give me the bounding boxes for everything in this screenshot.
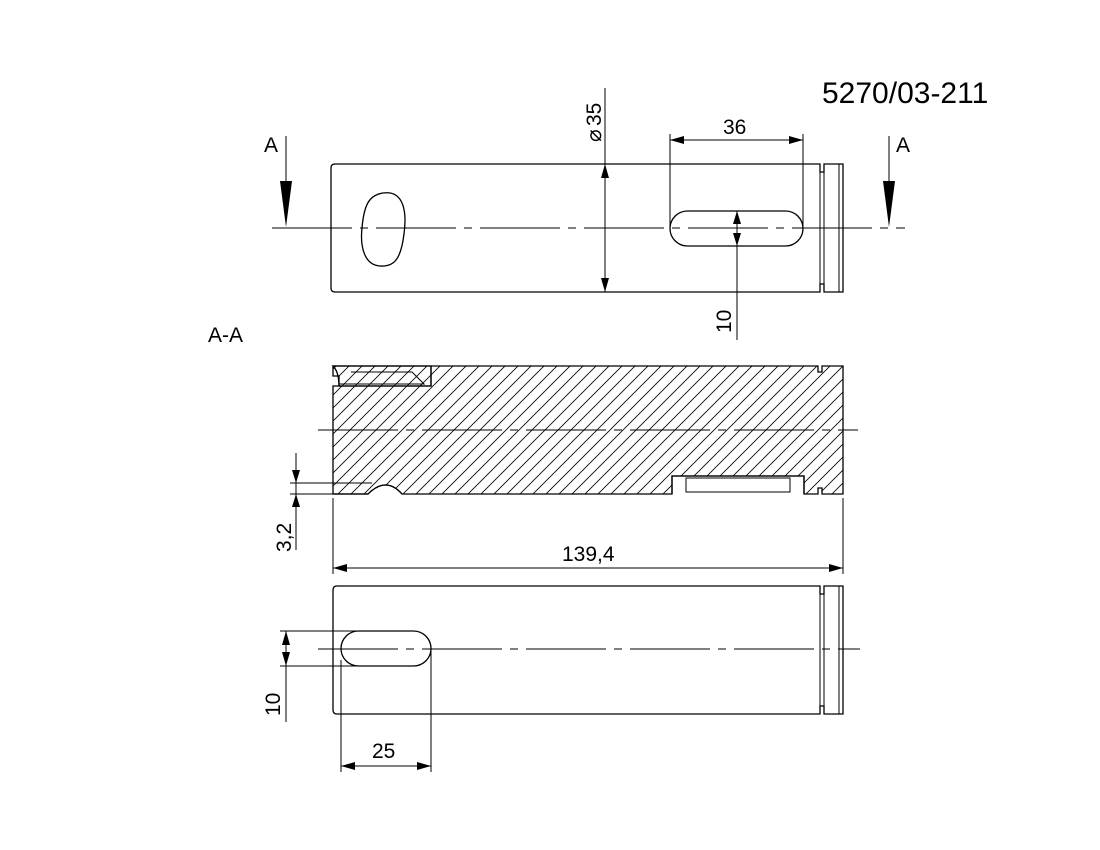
section-bottom-slot-inner <box>685 477 791 493</box>
section-top-slot <box>331 365 432 387</box>
shaft-outline-bottom <box>332 585 844 715</box>
length-arrow-right <box>829 564 843 572</box>
depth-arrow-bottom <box>292 494 300 507</box>
bottom-width-arrow-bottom <box>282 652 290 666</box>
length-arrow-left <box>333 564 347 572</box>
part-number: 5270/03-211 <box>822 77 988 110</box>
bottom-width-arrow-top <box>282 631 290 645</box>
bottom-length-arrow-left <box>341 762 355 770</box>
diameter-value: 35 <box>583 103 606 126</box>
cut-label-left: A <box>264 134 278 157</box>
section-bottom-slot <box>671 475 805 494</box>
cut-arrow-right <box>883 181 895 227</box>
key-slot-bottom <box>340 630 432 667</box>
depth-value: 3,2 <box>273 523 296 552</box>
cross-hole-top <box>360 192 406 267</box>
bottom-view: 10 25 <box>262 585 860 772</box>
diameter-arrow-top <box>601 164 609 178</box>
shaft-outline-top <box>330 163 844 293</box>
overall-length-value: 139,4 <box>562 543 615 566</box>
slot-width-value: 10 <box>713 310 736 333</box>
section-hole-groove <box>333 484 403 495</box>
bottom-length-arrow-right <box>417 762 431 770</box>
top-view: A A ⌀ 35 36 10 <box>264 88 910 340</box>
bottom-slot-width-value: 10 <box>262 693 285 716</box>
slot-width-arrow-top <box>733 211 741 224</box>
diameter-arrow-bottom <box>601 278 609 292</box>
depth-arrow-top <box>292 470 300 483</box>
diameter-symbol: ⌀ <box>583 129 606 142</box>
slot-length-arrow-left <box>670 136 684 144</box>
slot-width-arrow-bottom <box>733 233 741 246</box>
bottom-slot-length-value: 25 <box>372 740 395 763</box>
slot-length-arrow-right <box>789 136 803 144</box>
section-view: 3,2 139,4 <box>273 365 858 574</box>
cut-arrow-left <box>280 181 292 227</box>
cut-label-right: A <box>896 134 910 157</box>
section-label: A-A <box>208 324 243 347</box>
section-top-slot-inner <box>339 371 426 385</box>
slot-length-value: 36 <box>723 116 746 139</box>
